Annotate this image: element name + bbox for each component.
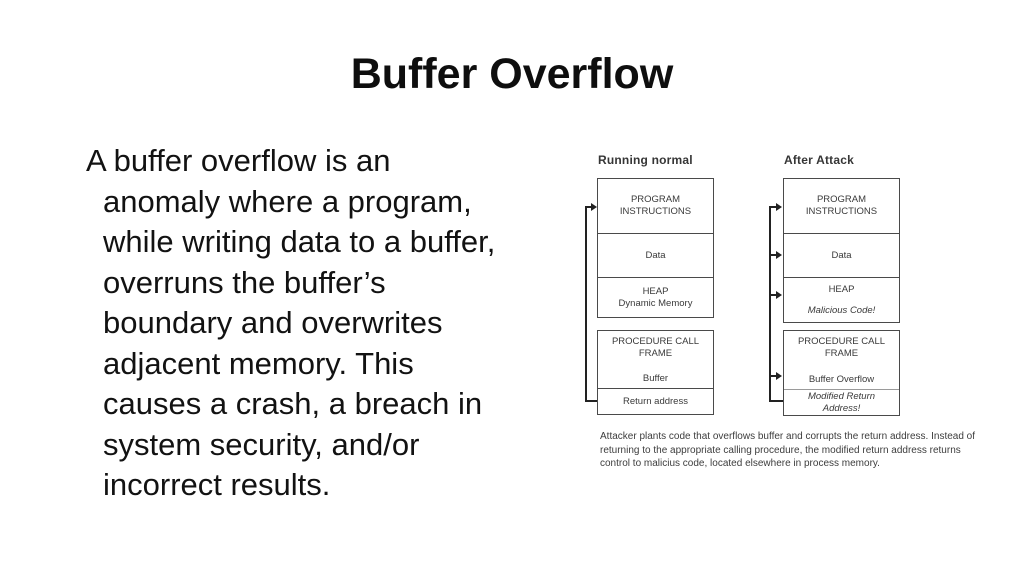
body-line: adjacent memory. This <box>103 345 414 381</box>
body-line: causes a crash, a breach in <box>103 386 483 421</box>
memory-map-attack-lower: PROCEDURE CALL FRAME Buffer Overflow Mod… <box>783 330 900 416</box>
body-line: boundary and overwrites <box>103 305 443 340</box>
body-line: anomaly where a program, <box>103 183 472 219</box>
memory-map-normal-lower: PROCEDURE CALL FRAME Buffer Return addre… <box>597 330 714 415</box>
attack-pointer-branch-data <box>769 254 777 256</box>
segment-return-address: Return address <box>623 395 688 407</box>
return-pointer-line-vertical <box>585 206 587 402</box>
segment-procedure-call-frame: PROCEDURE CALL FRAME Buffer Overflow <box>784 331 899 389</box>
segment-procedure-call-frame: PROCEDURE CALL FRAME Buffer <box>598 331 713 389</box>
segment-modified-return-address: Modified Return Address! <box>784 389 899 415</box>
return-pointer-line-bottom <box>585 400 597 402</box>
malicious-code-label: Malicious Code! <box>807 305 876 316</box>
body-line: while writing data to a buffer, <box>103 224 496 259</box>
memory-map-attack-upper: PROGRAM INSTRUCTIONS Data HEAP Malicious… <box>783 178 900 323</box>
body-text-block: A buffer overflow is an anomaly where a … <box>86 141 586 506</box>
frame-label: PROCEDURE CALL FRAME <box>797 336 886 359</box>
arrow-icon <box>591 203 597 211</box>
attack-pointer-line-vertical <box>769 206 771 402</box>
attack-pointer-line-bottom <box>769 400 783 402</box>
attack-pointer-branch-buffer <box>769 375 777 377</box>
body-line: A buffer overflow is an <box>86 143 391 178</box>
segment-heap: HEAP Dynamic Memory <box>618 285 693 309</box>
segment-program-instructions: PROGRAM INSTRUCTIONS <box>598 179 713 234</box>
segment-heap: HEAP Malicious Code! <box>784 278 899 322</box>
buffer-overflow-label: Buffer Overflow <box>808 374 875 385</box>
diagram-title-running-normal: Running normal <box>598 153 693 167</box>
body-line: system security, and/or <box>103 426 420 462</box>
buffer-label: Buffer <box>642 373 669 384</box>
segment-data: Data <box>784 234 899 278</box>
body-line: overruns the buffer’s <box>103 264 386 300</box>
arrow-icon <box>776 251 782 259</box>
frame-label: PROCEDURE CALL FRAME <box>611 336 700 359</box>
slide-title: Buffer Overflow <box>350 50 674 98</box>
segment-program-instructions: PROGRAM INSTRUCTIONS <box>784 179 899 234</box>
attack-pointer-branch-program <box>769 206 777 208</box>
segment-data: Data <box>598 234 713 278</box>
arrow-icon <box>776 291 782 299</box>
diagram-caption: Attacker plants code that overflows buff… <box>600 431 976 469</box>
body-line: incorrect results. <box>103 467 331 502</box>
memory-map-normal-upper: PROGRAM INSTRUCTIONS Data HEAP Dynamic M… <box>597 178 714 318</box>
arrow-icon <box>776 372 782 380</box>
return-pointer-line-top <box>585 206 592 208</box>
heap-label: HEAP <box>828 284 855 295</box>
diagram-title-after-attack: After Attack <box>784 153 854 167</box>
arrow-icon <box>776 203 782 211</box>
attack-pointer-branch-heap <box>769 294 777 296</box>
